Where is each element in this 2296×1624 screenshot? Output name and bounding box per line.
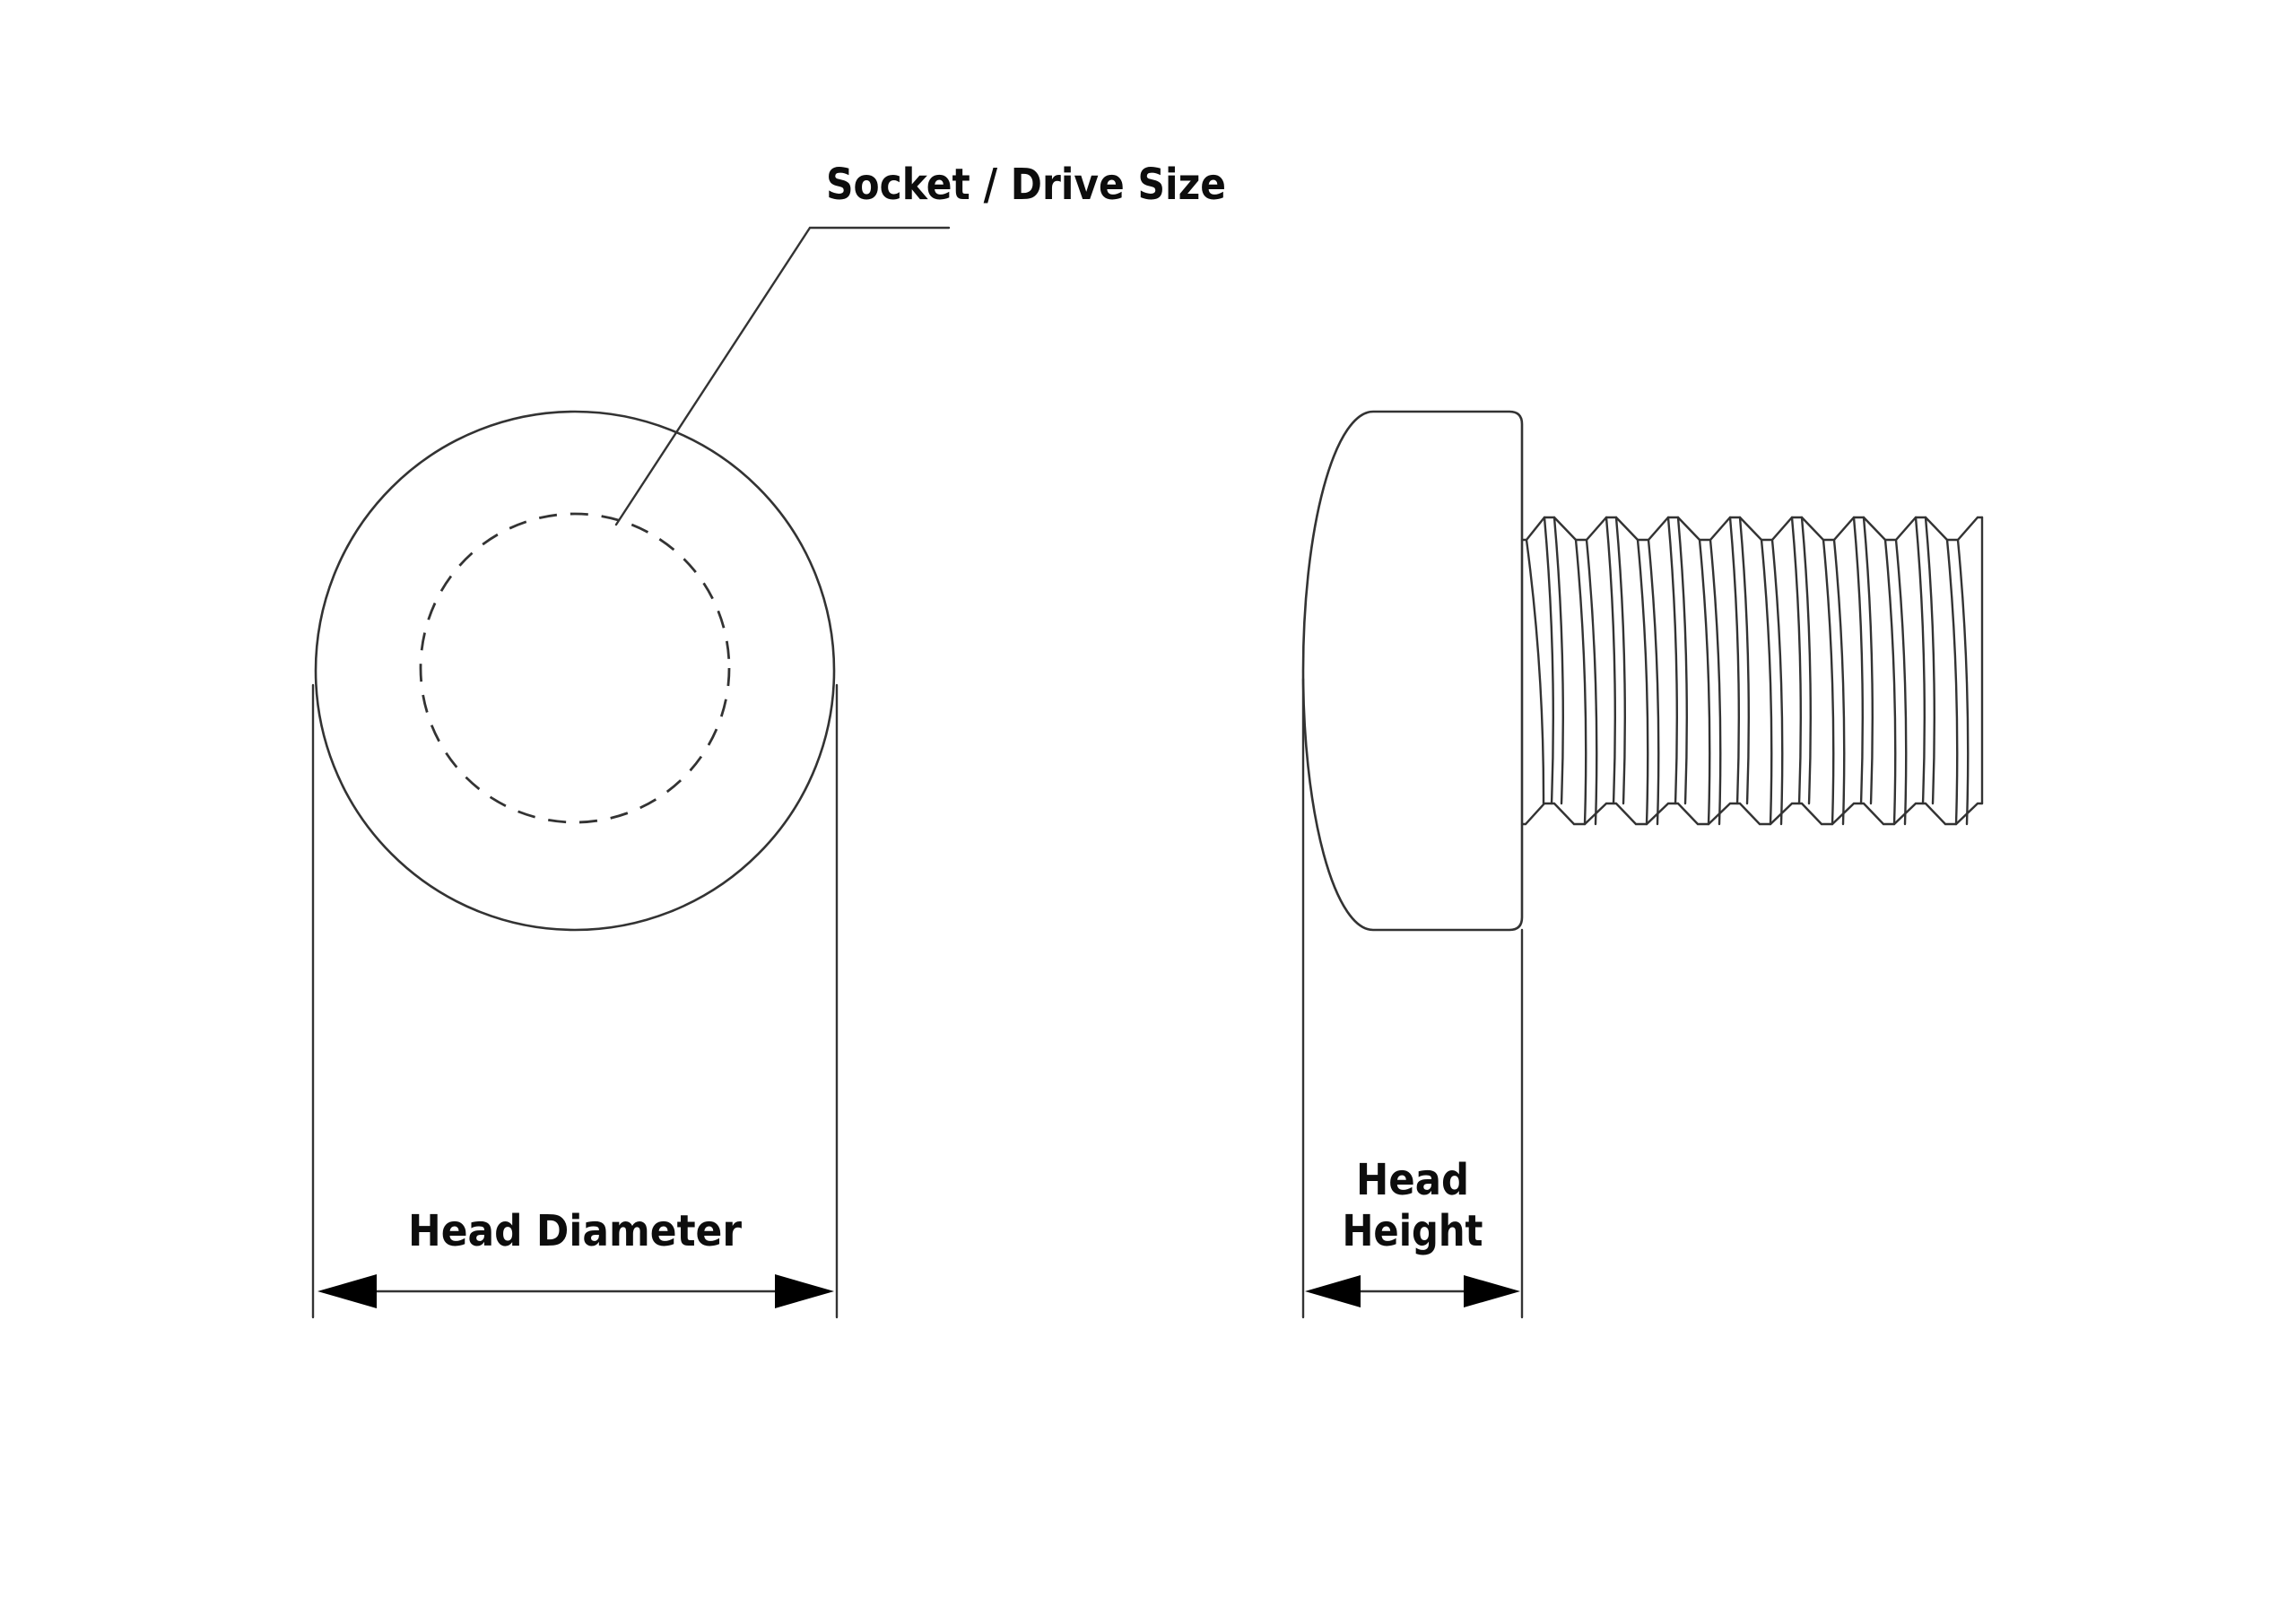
arrowhead-left-icon [317, 1274, 377, 1308]
arrowhead-right-icon [1464, 1275, 1520, 1307]
arrowhead-left-icon [1305, 1275, 1361, 1307]
top-view [311, 226, 951, 1319]
head-height-label-line1: Head [1356, 1155, 1469, 1205]
socket-drive-size-label: Socket / Drive Size [826, 160, 1226, 210]
head-outer-circle [314, 410, 836, 932]
head-height-label-line2: Height [1343, 1206, 1483, 1256]
head-side-profile [1301, 410, 1524, 932]
threaded-shank [1520, 516, 1984, 826]
socket-dashed-circle [419, 512, 731, 824]
head-height-arrow [1305, 1275, 1520, 1307]
arrowhead-right-icon [775, 1274, 834, 1308]
socket-leader-line [614, 226, 951, 526]
head-diameter-label: Head Diameter [408, 1206, 742, 1256]
head-diameter-arrow [317, 1274, 834, 1308]
side-view [1301, 410, 1984, 1319]
